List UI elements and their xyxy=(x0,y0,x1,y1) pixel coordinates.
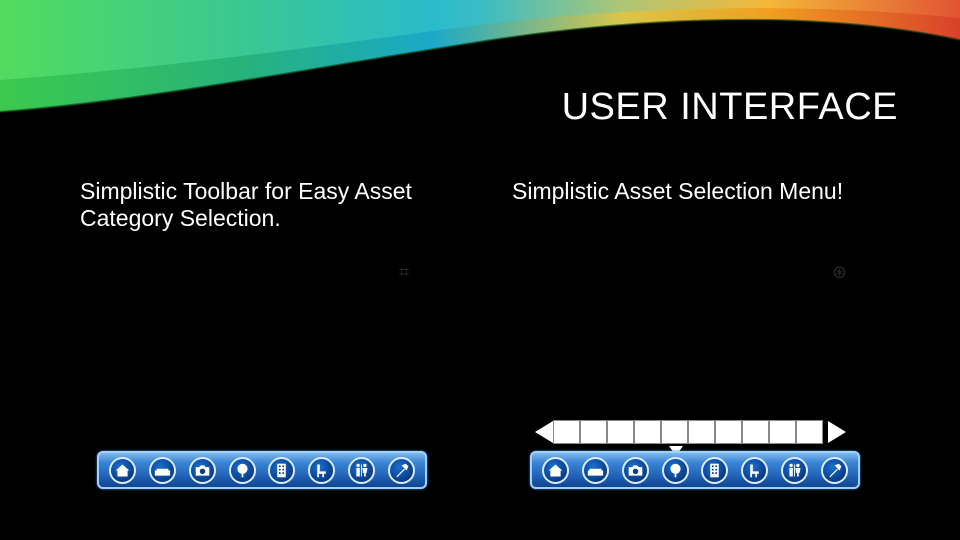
slide-title: USER INTERFACE xyxy=(561,86,898,128)
asset-slot[interactable] xyxy=(742,420,769,444)
restroom-icon[interactable] xyxy=(348,456,376,484)
category-toolbar xyxy=(97,451,427,489)
asset-slot[interactable] xyxy=(661,420,688,444)
asset-slot[interactable] xyxy=(607,420,634,444)
arrow-left-icon[interactable] xyxy=(535,421,553,443)
decorative-swoosh xyxy=(0,0,960,113)
hammer-icon[interactable] xyxy=(820,456,848,484)
chair-icon[interactable] xyxy=(741,456,769,484)
restroom-icon[interactable] xyxy=(781,456,809,484)
tree-icon[interactable] xyxy=(228,456,256,484)
house-icon[interactable] xyxy=(109,456,136,484)
asset-menu-caption: Simplistic Asset Selection Menu! xyxy=(512,178,844,204)
building-icon[interactable] xyxy=(268,456,296,484)
faint-cursor-icon: ⌗ xyxy=(399,262,410,282)
asset-slot-strip xyxy=(553,420,823,444)
sofa-icon[interactable] xyxy=(148,456,176,484)
asset-slot[interactable] xyxy=(715,420,742,444)
toolbar-caption: Simplistic Toolbar for Easy Asset Catego… xyxy=(80,178,412,231)
camera-icon[interactable] xyxy=(188,456,216,484)
sofa-icon[interactable] xyxy=(581,456,609,484)
arrow-right-icon[interactable] xyxy=(828,421,846,443)
asset-menu-toolbar xyxy=(530,451,860,489)
chair-icon[interactable] xyxy=(308,456,336,484)
building-icon[interactable] xyxy=(701,456,729,484)
house-icon[interactable] xyxy=(542,456,569,484)
asset-slot[interactable] xyxy=(580,420,607,444)
hammer-icon[interactable] xyxy=(387,456,415,484)
asset-slot[interactable] xyxy=(796,420,823,444)
faint-cursor-icon: ⊛ xyxy=(832,262,848,282)
tree-icon[interactable] xyxy=(661,456,689,484)
asset-slot[interactable] xyxy=(688,420,715,444)
camera-icon[interactable] xyxy=(621,456,649,484)
asset-slot[interactable] xyxy=(634,420,661,444)
asset-slot[interactable] xyxy=(553,420,580,444)
asset-slot[interactable] xyxy=(769,420,796,444)
